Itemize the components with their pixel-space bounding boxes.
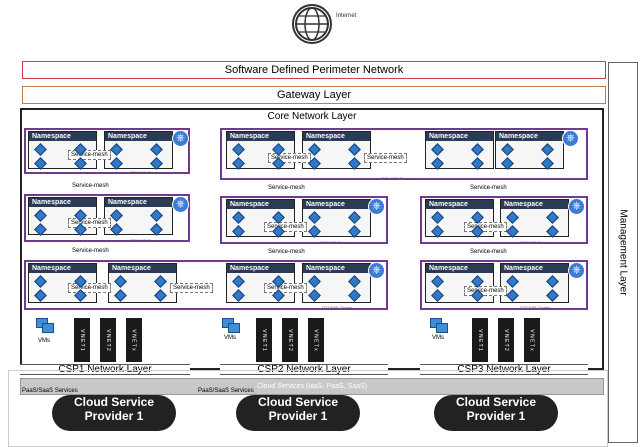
vnet-1-label: V N E T 1 — [79, 329, 85, 351]
kubernetes-icon: ⎈ — [172, 196, 189, 213]
namespace-label: Namespace — [303, 200, 370, 209]
kubernetes-icon: ⎈ — [172, 130, 189, 147]
namespace-label: Namespace — [227, 264, 294, 273]
cluster-label: DT1 K8S Cluster — [382, 176, 413, 181]
service-mesh-label: Service-mesh — [72, 182, 109, 190]
vm-icon — [228, 323, 240, 333]
globe-icon — [292, 4, 332, 44]
provider-name-line2: Provider 1 — [84, 409, 144, 423]
provider-name-line1: Cloud Service — [455, 395, 537, 409]
service-mesh-label: Service-mesh — [464, 286, 507, 296]
cluster-label: DT2 K8S Cluster — [130, 238, 161, 243]
service-mesh-label: Service-mesh — [72, 247, 109, 255]
vnet-2: V N E T 2 — [498, 318, 514, 362]
cluster-label: DT2 K8S Cluster — [520, 240, 551, 245]
namespace-label: Namespace — [426, 200, 493, 209]
provider-name-line2: Provider 1 — [466, 409, 526, 423]
csp3-network-layer: CSP3 Network Layer — [420, 364, 588, 375]
cluster-label: DT3 K8S Cluster — [322, 305, 353, 310]
cloud-services-band: Cloud Services (IaaS, PaaS, SaaS) — [20, 378, 604, 395]
namespace-label: Namespace — [501, 264, 568, 273]
vnet-1-label: V N E T 1 — [261, 329, 267, 351]
vnet-x-label: V N E T x — [131, 329, 137, 351]
service-mesh-label: Service-mesh — [264, 222, 307, 232]
cluster-label: DT1 K8S Cluster — [130, 170, 161, 175]
cluster-label: DT2 K8S Cluster — [320, 240, 351, 245]
namespace-label: Namespace — [496, 132, 563, 141]
namespace-label: Namespace — [426, 132, 493, 141]
csp2-network-layer: CSP2 Network Layer — [220, 364, 388, 375]
namespace-label: Namespace — [105, 132, 172, 141]
service-mesh-label: Service-mesh — [464, 222, 507, 232]
namespace-label: Namespace — [105, 198, 172, 207]
vms-label: VMs — [224, 335, 236, 341]
vnet-x: V N E T x — [308, 318, 324, 362]
management-layer-label-wrap: Management Layer — [608, 62, 638, 443]
kubernetes-icon: ⎈ — [368, 198, 385, 215]
vnet-x: V N E T x — [126, 318, 142, 362]
namespace-label: Namespace — [501, 200, 568, 209]
namespace-label: Namespace — [29, 132, 96, 141]
service-mesh-label: Service-mesh — [268, 153, 311, 163]
vms-label: VMs — [38, 338, 50, 344]
vnet-2-label: V N E T 2 — [503, 329, 509, 351]
cluster-label: DT3 K8S Cluster — [520, 305, 551, 310]
service-mesh-label: Service-mesh — [264, 283, 307, 293]
sdp-layer-bar: Software Defined Perimeter Network — [22, 61, 606, 79]
namespace-label: Namespace — [426, 264, 493, 273]
service-mesh-label: Service-mesh — [268, 184, 305, 192]
service-mesh-label: Service-mesh — [470, 248, 507, 256]
namespace-label: Namespace — [109, 264, 176, 273]
namespace-label: Namespace — [303, 264, 370, 273]
vnet-1-label: V N E T 1 — [477, 329, 483, 351]
namespace-label: Namespace — [227, 200, 294, 209]
gateway-layer-bar: Gateway Layer — [22, 86, 606, 104]
vnet-2: V N E T 2 — [282, 318, 298, 362]
vnet-1: V N E T 1 — [472, 318, 488, 362]
provider-name-line1: Cloud Service — [257, 395, 339, 409]
vms-label: VMs — [432, 335, 444, 341]
management-layer-box — [608, 62, 638, 443]
namespace-label: Namespace — [303, 132, 370, 141]
kubernetes-icon: ⎈ — [368, 262, 385, 279]
service-mesh-label: Service-mesh — [68, 283, 111, 293]
vnet-1: V N E T 1 — [74, 318, 90, 362]
cloud-provider-3: Cloud Service Provider 1 — [434, 395, 558, 431]
cloud-provider-1: Cloud Service Provider 1 — [52, 395, 176, 431]
kubernetes-icon: ⎈ — [568, 262, 585, 279]
csp1-network-layer: CSP1 Network Layer — [20, 364, 190, 375]
kubernetes-icon: ⎈ — [568, 198, 585, 215]
vnet-x-label: V N E T x — [529, 329, 535, 351]
paas-services-label: PaaS/SaaS Services — [22, 388, 78, 394]
provider-name-line2: Provider 1 — [268, 409, 328, 423]
service-mesh-label: Service-mesh — [68, 150, 111, 160]
namespace-label: Namespace — [29, 264, 96, 273]
paas-services-label: PaaS/SaaS Services — [198, 388, 254, 394]
vnet-2: V N E T 2 — [100, 318, 116, 362]
management-layer-label: Management Layer — [617, 209, 629, 296]
vnet-x: V N E T x — [524, 318, 540, 362]
internet-label: Internet — [336, 13, 357, 19]
service-mesh-label: Service-mesh — [364, 153, 407, 163]
provider-name-line1: Cloud Service — [73, 395, 155, 409]
service-mesh-label: Service-mesh — [68, 218, 111, 228]
vm-icon — [436, 323, 448, 333]
vnet-2-label: V N E T 2 — [105, 329, 111, 351]
vnet-x-label: V N E T x — [313, 329, 319, 351]
vnet-2-label: V N E T 2 — [287, 329, 293, 351]
service-mesh-label: Service-mesh — [470, 184, 507, 192]
namespace-label: Namespace — [227, 132, 294, 141]
namespace-label: Namespace — [29, 198, 96, 207]
vm-icon — [42, 323, 54, 333]
kubernetes-icon: ⎈ — [562, 130, 579, 147]
cloud-provider-2: Cloud Service Provider 1 — [236, 395, 360, 431]
service-mesh-label: Service-mesh — [268, 248, 305, 256]
vnet-1: V N E T 1 — [256, 318, 272, 362]
service-mesh-label: Service-mesh — [170, 283, 213, 293]
core-network-label: Core Network Layer — [267, 111, 357, 122]
